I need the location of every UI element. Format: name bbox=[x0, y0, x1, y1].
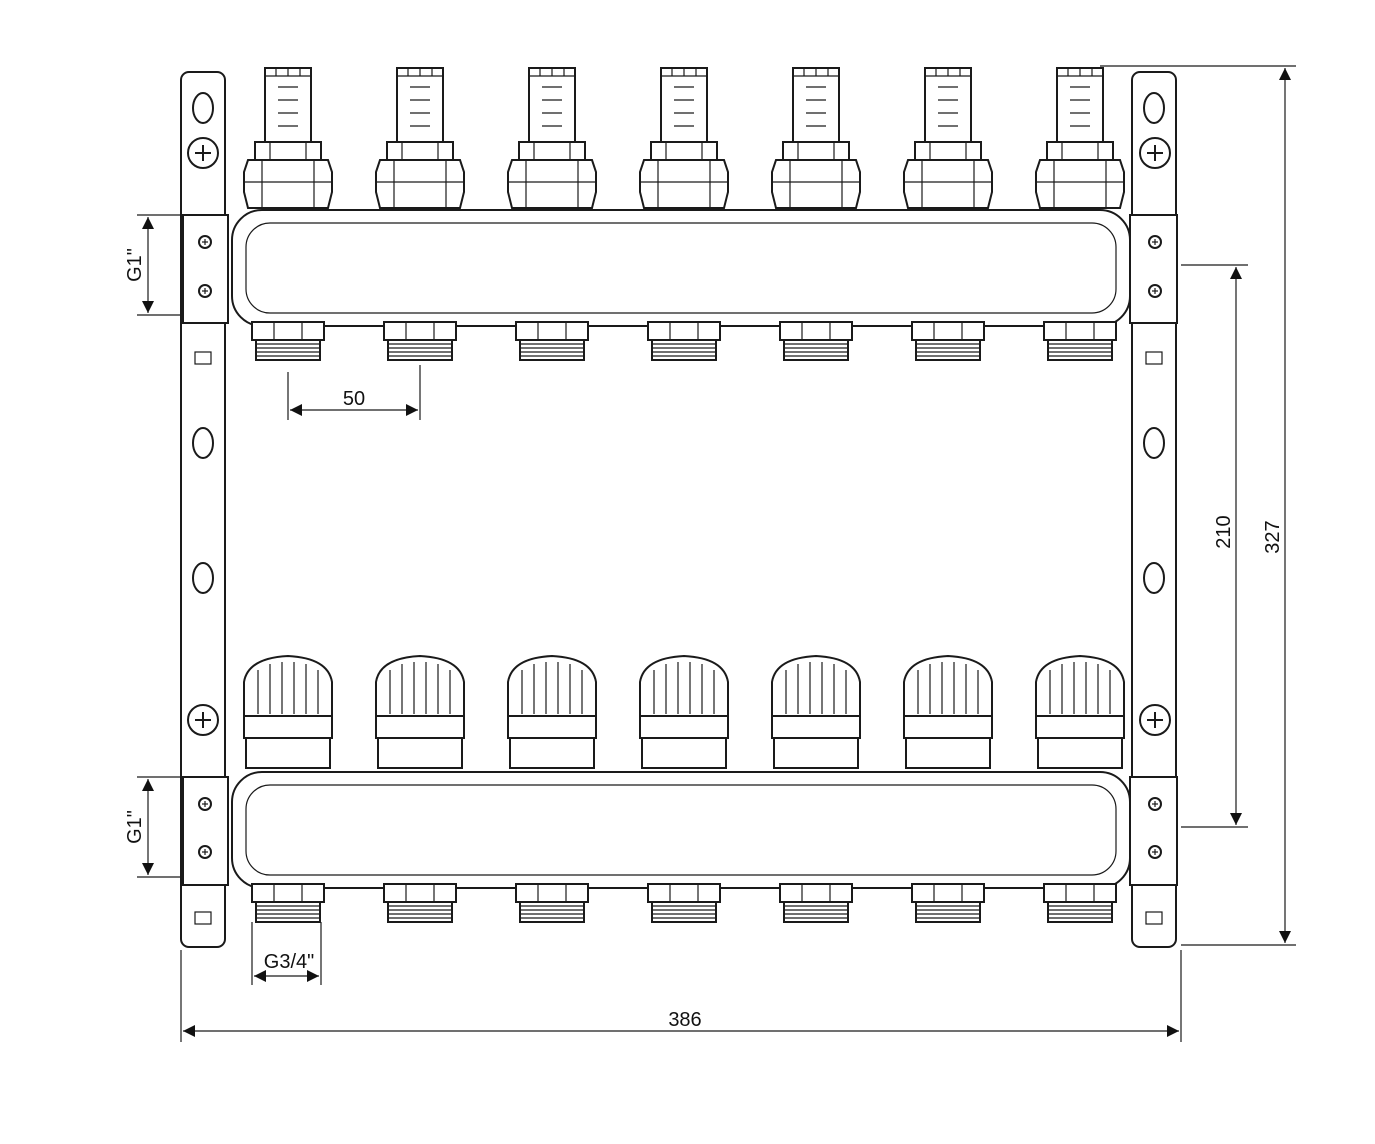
dim-pitch: 50 bbox=[287, 365, 421, 420]
valve-knob-icon bbox=[507, 655, 597, 769]
bolt-icon bbox=[1148, 797, 1162, 811]
dim-g1-top: G1" bbox=[124, 214, 183, 316]
threaded-outlet-icon bbox=[1043, 883, 1117, 923]
bolt-icon bbox=[1148, 845, 1162, 859]
dim-label-g1-bottom: G1" bbox=[124, 810, 146, 844]
dim-g1-bottom: G1" bbox=[124, 776, 183, 878]
bolt-icon bbox=[1148, 235, 1162, 249]
dim-header-spacing: 210 bbox=[1181, 264, 1248, 828]
flowmeter-icon bbox=[507, 67, 597, 209]
flowmeter-icon bbox=[375, 67, 465, 209]
bolt-icon bbox=[198, 235, 212, 249]
phillips-screw-icon bbox=[187, 704, 219, 736]
threaded-outlet-icon bbox=[911, 883, 985, 923]
dim-width: 386 bbox=[180, 950, 1182, 1042]
flowmeter-icon bbox=[1035, 67, 1125, 209]
threaded-outlet-icon bbox=[515, 321, 589, 361]
valve-knob-icon bbox=[771, 655, 861, 769]
valve-knob-icon bbox=[903, 655, 993, 769]
phillips-screw-icon bbox=[1139, 704, 1171, 736]
valve-knob-icon bbox=[1035, 655, 1125, 769]
threaded-outlet-icon bbox=[911, 321, 985, 361]
threaded-outlet-icon bbox=[647, 883, 721, 923]
valve-knob-icon bbox=[243, 655, 333, 769]
bottom-header-pipe bbox=[182, 771, 1178, 889]
threaded-outlet-icon bbox=[251, 883, 325, 923]
threaded-outlet-icon bbox=[251, 321, 325, 361]
threaded-outlet-icon bbox=[515, 883, 589, 923]
threaded-outlet-icon bbox=[1043, 321, 1117, 361]
top-header-pipe bbox=[182, 209, 1178, 327]
bottom-outlet-row bbox=[251, 883, 1117, 923]
dim-height: 327 bbox=[1100, 65, 1296, 946]
bolt-icon bbox=[1148, 284, 1162, 298]
flowmeter-row bbox=[243, 67, 1125, 209]
dim-g34: G3/4" bbox=[251, 922, 322, 985]
flowmeter-icon bbox=[243, 67, 333, 209]
valve-knob-row bbox=[243, 655, 1125, 769]
dim-label-pitch: 50 bbox=[343, 388, 365, 410]
top-outlet-row bbox=[251, 321, 1117, 361]
threaded-outlet-icon bbox=[647, 321, 721, 361]
valve-knob-icon bbox=[375, 655, 465, 769]
phillips-screw-icon bbox=[187, 137, 219, 169]
threaded-outlet-icon bbox=[383, 321, 457, 361]
dim-label-g1-top: G1" bbox=[124, 248, 146, 282]
flowmeter-icon bbox=[903, 67, 993, 209]
dim-label-width: 386 bbox=[668, 1009, 701, 1031]
bolt-icon bbox=[198, 284, 212, 298]
threaded-outlet-icon bbox=[779, 883, 853, 923]
dim-label-height: 327 bbox=[1262, 520, 1284, 553]
bolt-icon bbox=[198, 845, 212, 859]
threaded-outlet-icon bbox=[383, 883, 457, 923]
flowmeter-icon bbox=[771, 67, 861, 209]
flowmeter-icon bbox=[639, 67, 729, 209]
threaded-outlet-icon bbox=[779, 321, 853, 361]
dim-label-g34: G3/4" bbox=[264, 951, 314, 973]
valve-knob-icon bbox=[639, 655, 729, 769]
phillips-screw-icon bbox=[1139, 137, 1171, 169]
bolt-icon bbox=[198, 797, 212, 811]
dim-label-header-spacing: 210 bbox=[1213, 515, 1235, 548]
